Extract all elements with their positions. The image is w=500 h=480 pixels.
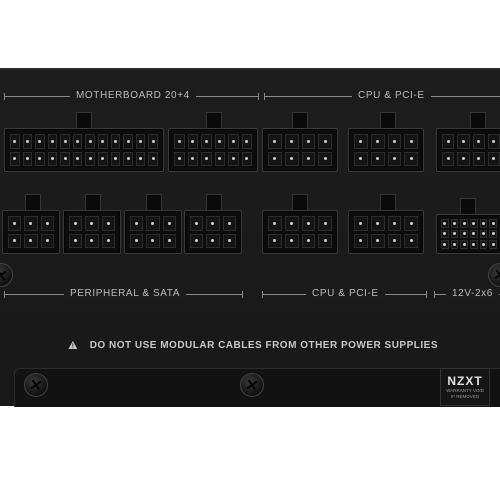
cpu-pcie-bottom-2-latch xyxy=(380,194,396,211)
psu-modular-panel: MOTHERBOARD 20+4 CPU & PCI-E xyxy=(0,68,500,407)
peripheral-4-latch xyxy=(206,194,222,211)
motherboard-connector[interactable] xyxy=(4,128,164,172)
cpu-pcie-top-connector-1[interactable] xyxy=(262,128,338,172)
motherboard-rule-tick-right xyxy=(258,93,259,100)
cpu-pcie-top-3-latch xyxy=(470,112,486,129)
right-side-screw xyxy=(488,263,500,287)
warning-notice: DO NOT USE MODULAR CABLES FROM OTHER POW… xyxy=(68,334,438,356)
twelve-v-latch xyxy=(460,198,476,215)
warranty-line-1: WARRANTY VOID xyxy=(446,387,484,393)
twelve-v-rule-tick xyxy=(434,291,435,298)
peripheral-connector-4[interactable] xyxy=(184,210,242,254)
peripheral-label: PERIPHERAL & SATA xyxy=(64,288,187,300)
left-side-screw xyxy=(0,263,13,287)
peripheral-rule-tick-left xyxy=(4,291,5,298)
motherboard-rule-tick-left xyxy=(4,93,5,100)
peripheral-rule-tick-right xyxy=(242,291,243,298)
twelve-v-label: 12V-2x6 xyxy=(446,288,499,300)
cpu-pcie-bottom-connector-2[interactable] xyxy=(348,210,424,254)
cpu-pcie-top-1-latch xyxy=(292,112,308,129)
bottom-left-screw xyxy=(24,373,48,397)
peripheral-2-latch xyxy=(85,194,101,211)
twelve-v-connector[interactable] xyxy=(436,214,500,254)
panel-top-edge xyxy=(0,68,500,70)
peripheral-connector-1[interactable] xyxy=(2,210,60,254)
motherboard-aux-latch xyxy=(206,112,222,129)
cpu-pcie-bottom-rule-tick-right xyxy=(426,291,427,298)
warning-triangle-icon xyxy=(68,340,78,350)
motherboard-aux-connector[interactable] xyxy=(168,128,258,172)
cpu-pcie-top-connector-2[interactable] xyxy=(348,128,424,172)
cpu-pcie-bottom-label: CPU & PCI-E xyxy=(306,288,385,300)
warning-text: DO NOT USE MODULAR CABLES FROM OTHER POW… xyxy=(89,339,438,351)
cpu-pcie-top-rule-tick xyxy=(264,93,265,100)
peripheral-1-latch xyxy=(25,194,41,211)
motherboard-label: MOTHERBOARD 20+4 xyxy=(70,90,196,102)
cpu-pcie-bottom-rule-tick-left xyxy=(262,291,263,298)
cpu-pcie-bottom-connector-1[interactable] xyxy=(262,210,338,254)
motherboard-latch xyxy=(76,112,92,129)
cpu-pcie-top-2-latch xyxy=(380,112,396,129)
nzxt-logo-sticker: NZXT WARRANTY VOID IF REMOVED xyxy=(440,368,490,406)
brand-logo: NZXT xyxy=(447,373,483,388)
cpu-pcie-bottom-1-latch xyxy=(292,194,308,211)
peripheral-connector-2[interactable] xyxy=(63,210,121,254)
bottom-center-screw xyxy=(240,373,264,397)
warranty-line-2: IF REMOVED xyxy=(450,393,479,399)
cpu-pcie-top-label: CPU & PCI-E xyxy=(352,90,431,102)
cpu-pcie-top-connector-3[interactable] xyxy=(436,128,500,172)
peripheral-3-latch xyxy=(146,194,162,211)
peripheral-connector-3[interactable] xyxy=(124,210,182,254)
